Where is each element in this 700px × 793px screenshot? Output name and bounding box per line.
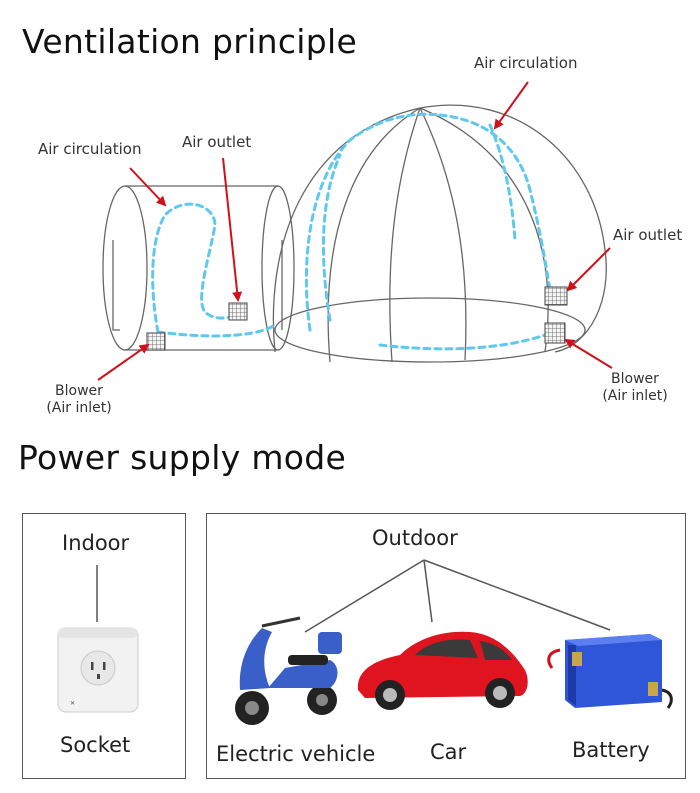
air-outlet-right-label: Air outlet [613, 226, 683, 244]
blower-left-line1: Blower [55, 383, 103, 399]
car-image [357, 631, 528, 710]
air-circulation-right-label: Air circulation [474, 54, 578, 72]
indoor-panel [22, 513, 186, 779]
blower-right-line1: Blower [611, 371, 659, 387]
power-title: Power supply mode [18, 438, 347, 477]
electric-vehicle-label: Electric vehicle [216, 742, 376, 766]
scooter-image [235, 616, 342, 725]
blower-right-label: Blower (Air inlet) [592, 371, 678, 405]
svg-text:✕: ✕ [70, 700, 75, 707]
battery-image [547, 634, 673, 709]
outdoor-panel [206, 513, 686, 779]
outdoor-label: Outdoor [372, 526, 458, 550]
outdoor-connectors [304, 559, 611, 633]
blower-left-label: Blower (Air inlet) [36, 383, 122, 417]
car-label: Car [430, 740, 467, 764]
air-outlet-right-box [544, 286, 568, 306]
blower-left-box [146, 332, 166, 351]
socket-image: ✕ [57, 627, 139, 713]
pointer-arrows [97, 81, 613, 381]
ventilation-title: Ventilation principle [22, 22, 358, 61]
airflow-lines [151, 112, 552, 351]
air-outlet-left-label: Air outlet [182, 133, 252, 151]
blower-right-line2: (Air inlet) [602, 388, 668, 404]
indoor-label: Indoor [62, 531, 130, 555]
battery-label: Battery [572, 738, 650, 762]
blower-left-line2: (Air inlet) [46, 400, 112, 416]
air-outlet-left-box [228, 302, 248, 321]
socket-label: Socket [60, 733, 131, 757]
tunnel-shape [102, 185, 295, 351]
blower-right-box [544, 322, 566, 344]
air-circulation-left-label: Air circulation [38, 140, 142, 158]
